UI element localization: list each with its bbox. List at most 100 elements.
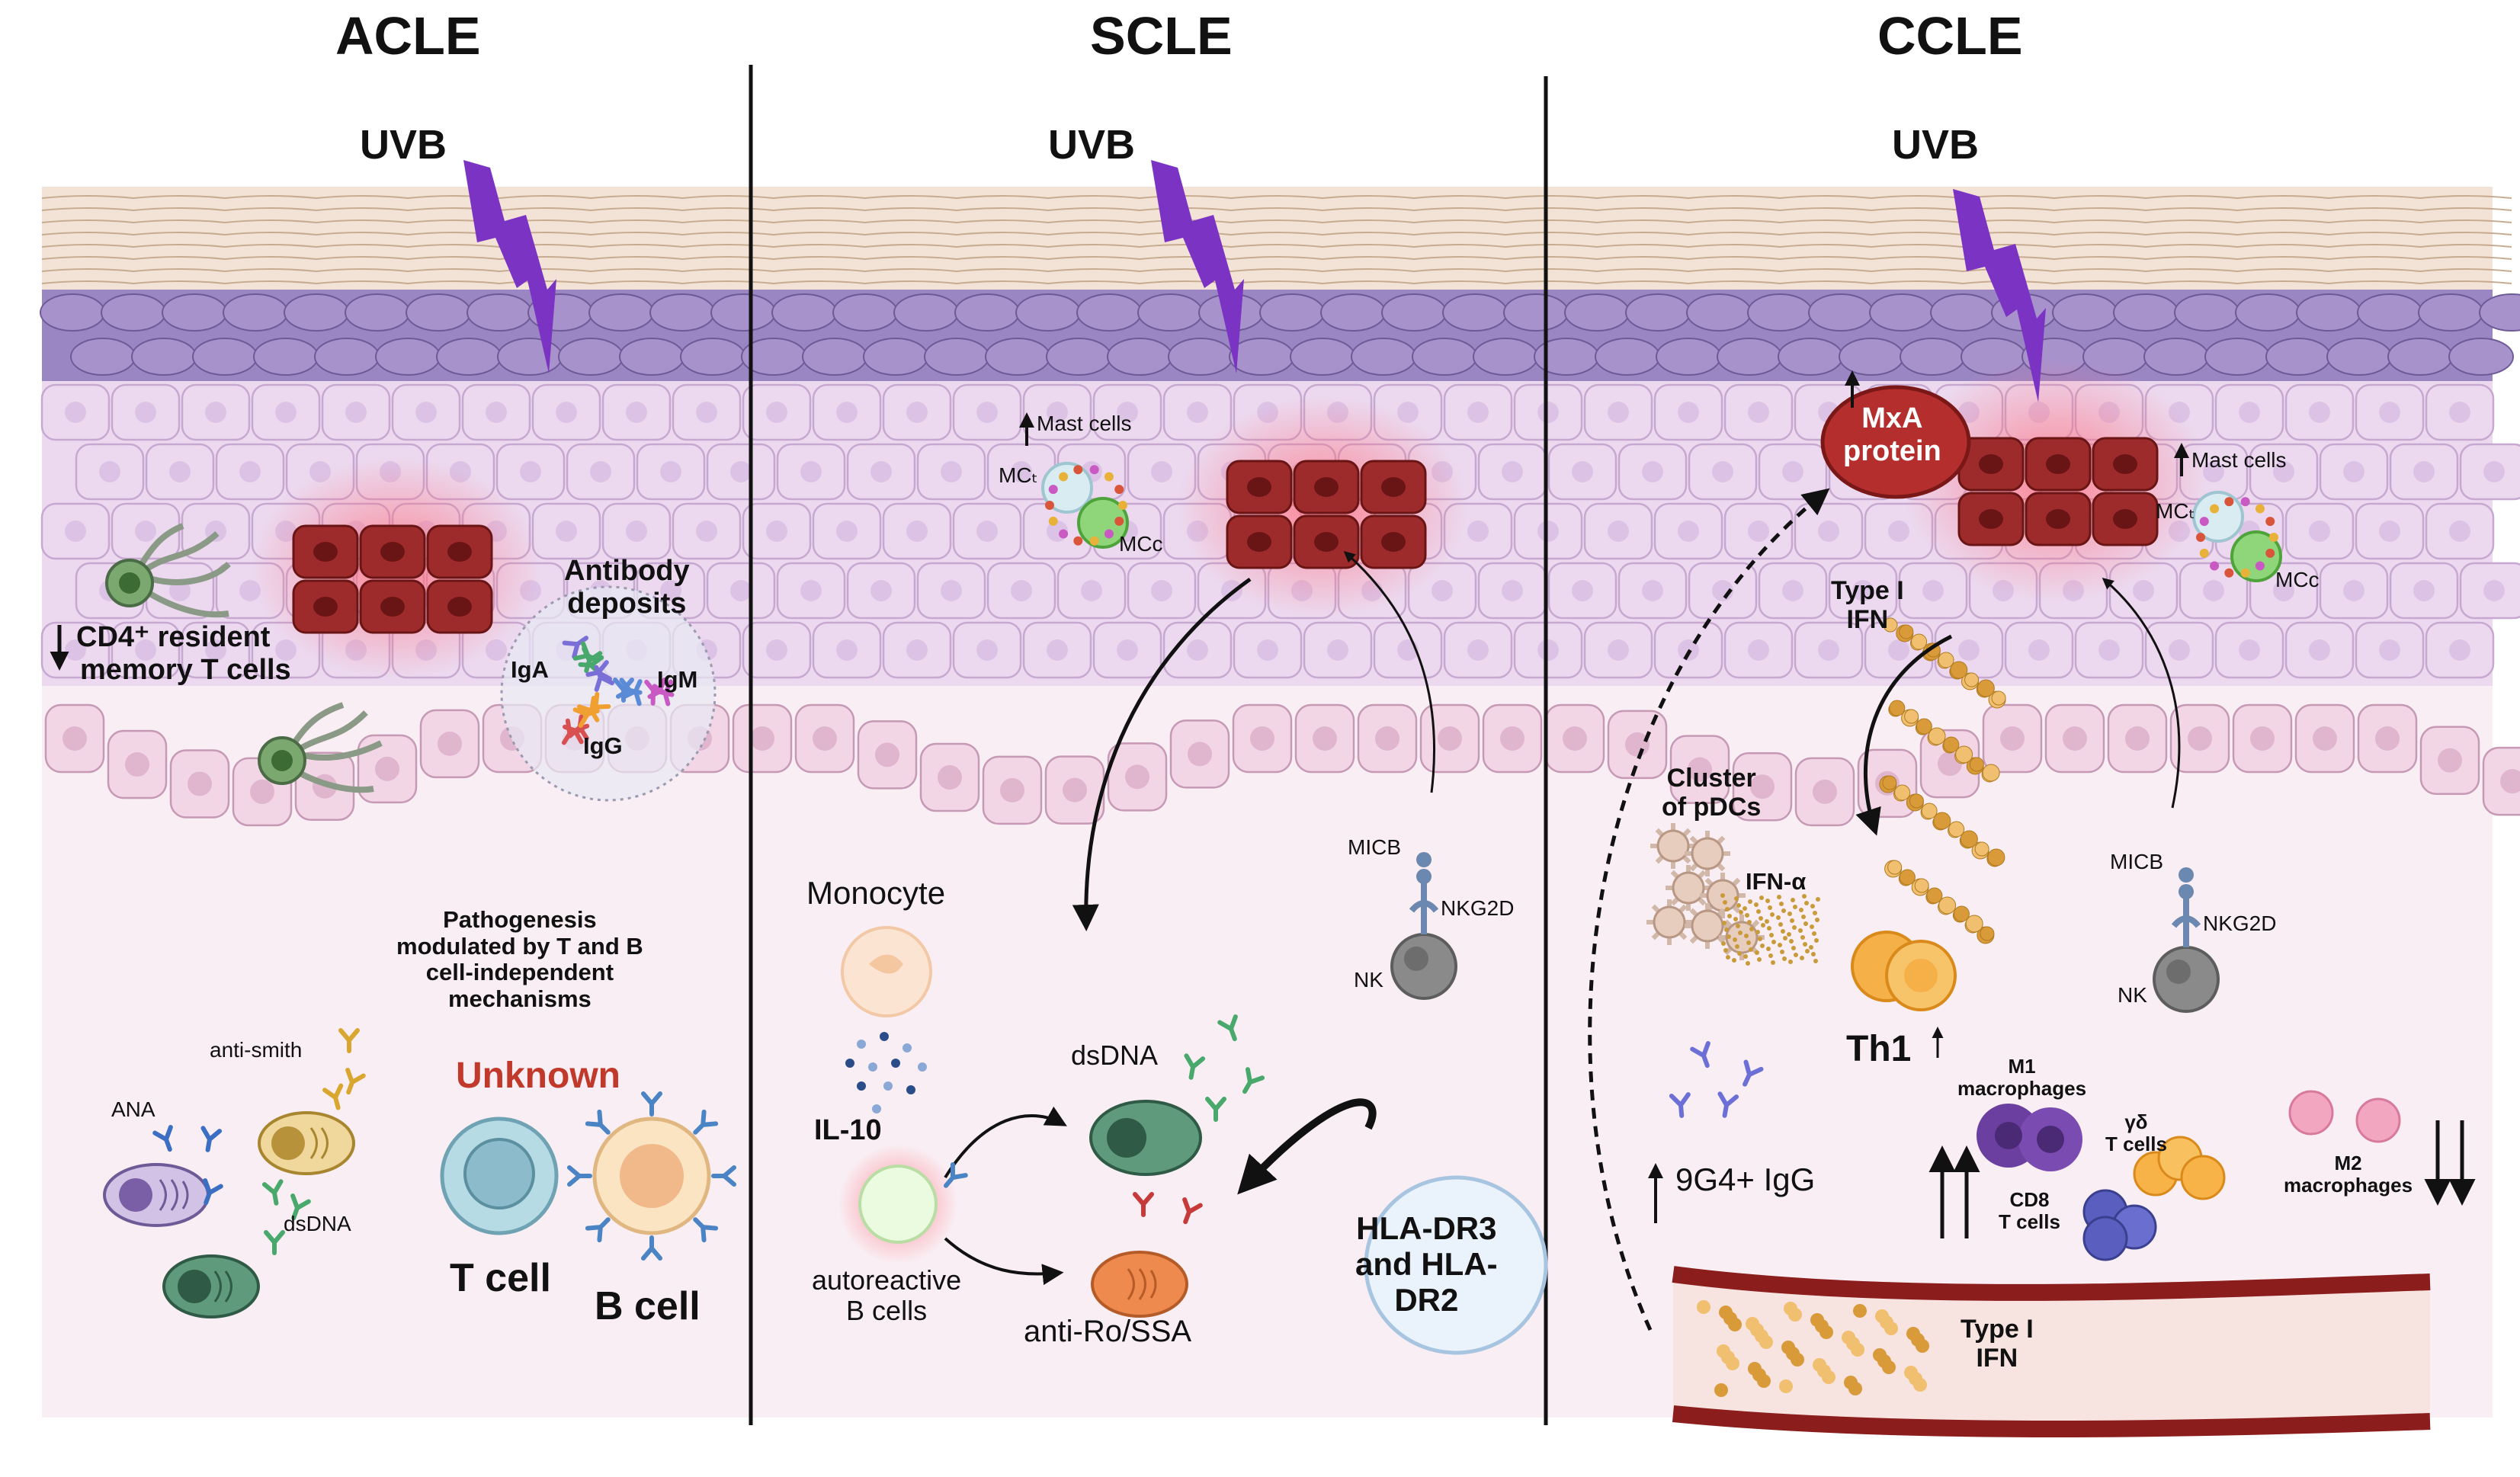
cd4-label: CD4⁺ resident memory T cells xyxy=(76,621,291,686)
t-cell-icon xyxy=(440,1117,559,1235)
stratum-corneum-lines xyxy=(41,195,2512,285)
iga-label: IgA xyxy=(511,656,549,683)
panel-title-scle: SCLE xyxy=(1090,6,1233,66)
nk-activation-arrow xyxy=(1343,551,1436,793)
dsdna-cell xyxy=(1089,1100,1202,1176)
antibody-deposits-label: Antibody deposits xyxy=(564,555,690,620)
t-cell-label: T cell xyxy=(450,1256,551,1300)
nkg2d-receptor-icon xyxy=(2171,867,2201,947)
pdc-cluster-label: Cluster of pDCs xyxy=(1662,764,1762,822)
cd4-t-cell xyxy=(258,702,383,793)
m2-macrophage-icon xyxy=(2288,1090,2401,1143)
gd-t-cells-label: γδ T cells xyxy=(2105,1110,2167,1156)
mast-cells-label-scle: Mast cells xyxy=(1037,412,1132,435)
mcc-label-ccle: MCᴄ xyxy=(2275,568,2320,591)
nkg2d-receptor-icon xyxy=(1409,852,1439,934)
anti-ro-label: anti-Ro/SSA xyxy=(1024,1315,1192,1348)
damaged-keratinocytes xyxy=(292,437,2159,634)
ana-label: ANA xyxy=(111,1097,155,1121)
autoantibodies xyxy=(944,1014,1265,1225)
monocyte-label: Monocyte xyxy=(806,875,946,911)
b-cell-receptors xyxy=(567,1091,736,1261)
nkg2d-label-scle: NKG2D xyxy=(1441,896,1515,920)
uvb-label-scle: UVB xyxy=(1048,122,1136,168)
mast-cell-mcc xyxy=(1077,497,1129,549)
anti-smith-label: anti-smith xyxy=(210,1038,303,1062)
ifn-alpha-label: IFN-α xyxy=(1746,868,1807,895)
anti-ro-cell xyxy=(1091,1251,1188,1318)
ifn-arrow xyxy=(1855,634,1953,836)
pathogenesis-label: Pathogenesis modulated by T and B cell-i… xyxy=(396,906,643,1013)
m1-macrophage-icon xyxy=(1977,1104,2082,1171)
cytotoxic-arrow xyxy=(1072,577,1252,931)
nk-activation-arrow xyxy=(2102,578,2181,809)
granular-layer-cells xyxy=(40,293,2520,376)
nk-cell-icon xyxy=(1390,933,1457,1000)
micb-label-ccle: MICB xyxy=(2110,850,2163,873)
9g4-igg-label: 9G4+ IgG xyxy=(1675,1161,1816,1197)
ifn-dashed-arrow xyxy=(1588,488,1830,1331)
ifn-alpha-dots xyxy=(1720,893,1820,966)
b-cell-icon xyxy=(592,1117,711,1235)
9g4-igg-antibodies xyxy=(1669,1041,1764,1118)
gd-t-cells-icon xyxy=(2133,1136,2226,1200)
monocyte-icon xyxy=(841,926,932,1017)
pdc-cluster xyxy=(1646,823,1765,960)
antibody-deposits xyxy=(561,636,675,745)
mast-cell-mcc xyxy=(2230,530,2282,582)
vessel-ifn-label: Type I IFN xyxy=(1961,1315,2034,1373)
uvb-label-acle: UVB xyxy=(360,122,447,168)
dsdna-label-scle: dsDNA xyxy=(1071,1040,1159,1071)
mast-cell-mct xyxy=(1041,462,1093,514)
th1-cell-icon xyxy=(1851,931,1957,1011)
igg-label: IgG xyxy=(583,732,623,759)
hla-arrow xyxy=(1237,1098,1377,1195)
anti-smith-cell xyxy=(258,1111,355,1175)
nk-label-ccle: NK xyxy=(2118,983,2147,1007)
autoreactive-b-cell-icon xyxy=(838,1145,957,1264)
nk-cell-icon xyxy=(2153,946,2220,1013)
uvb-lightning-icon xyxy=(1953,189,2046,402)
il-10-label: IL-10 xyxy=(814,1114,882,1146)
hla-ellipse xyxy=(1364,1175,1548,1355)
unknown-label: Unknown xyxy=(456,1056,620,1096)
vessel-ifn-dots xyxy=(1697,1300,1929,1397)
nkg2d-label-ccle: NKG2D xyxy=(2203,912,2277,935)
m1-macrophages-label: M1 macrophages xyxy=(1957,1055,2087,1101)
cd8-t-cells-icon xyxy=(2082,1189,2157,1261)
mcc-label-scle: MCᴄ xyxy=(1119,532,1163,556)
dsdna-label-acle: dsDNA xyxy=(284,1212,351,1235)
micb-label-scle: MICB xyxy=(1348,835,1401,859)
type-i-ifn-granules xyxy=(1877,617,2006,952)
igm-label: IgM xyxy=(657,666,698,693)
th1-label: Th1 xyxy=(1846,1029,1912,1069)
mxa-protein-label: MxA protein xyxy=(1843,402,1941,467)
panel-title-ccle: CCLE xyxy=(1877,6,2023,66)
activation-arrow xyxy=(944,1237,1064,1286)
activation-arrow xyxy=(944,1106,1067,1179)
autoantibodies xyxy=(152,1028,366,1255)
b-cell-label: B cell xyxy=(595,1284,701,1328)
antibody-deposit-circle xyxy=(500,585,717,802)
ana-cell xyxy=(103,1163,210,1227)
autoreactive-b-cells-label: autoreactive B cells xyxy=(812,1264,962,1327)
uvb-lightning-icon xyxy=(463,160,556,373)
mct-label-scle: MCₜ xyxy=(999,463,1038,487)
hla-label: HLA-DR3 and HLA- DR2 xyxy=(1355,1210,1498,1318)
uvb-lightning-icon xyxy=(1151,160,1244,373)
cd8-t-cells-label: CD8 T cells xyxy=(1999,1188,2060,1234)
panel-title-acle: ACLE xyxy=(335,6,481,66)
mast-cell-granules xyxy=(2196,497,2278,578)
m2-macrophages-label: M2 macrophages xyxy=(2284,1152,2413,1197)
mast-cells-label-ccle: Mast cells xyxy=(2191,448,2287,472)
mct-label-ccle: MCₜ xyxy=(2156,499,2195,523)
stratum-corneum xyxy=(42,187,2493,290)
il-10-cytokines xyxy=(845,1032,927,1113)
mast-cell-granules xyxy=(1045,465,1127,546)
dsdna-cell xyxy=(162,1254,260,1318)
mxa-protein xyxy=(1820,385,1971,499)
nk-label-scle: NK xyxy=(1354,968,1383,992)
uvb-label-ccle: UVB xyxy=(1892,122,1980,168)
cd4-t-cell xyxy=(105,523,231,618)
